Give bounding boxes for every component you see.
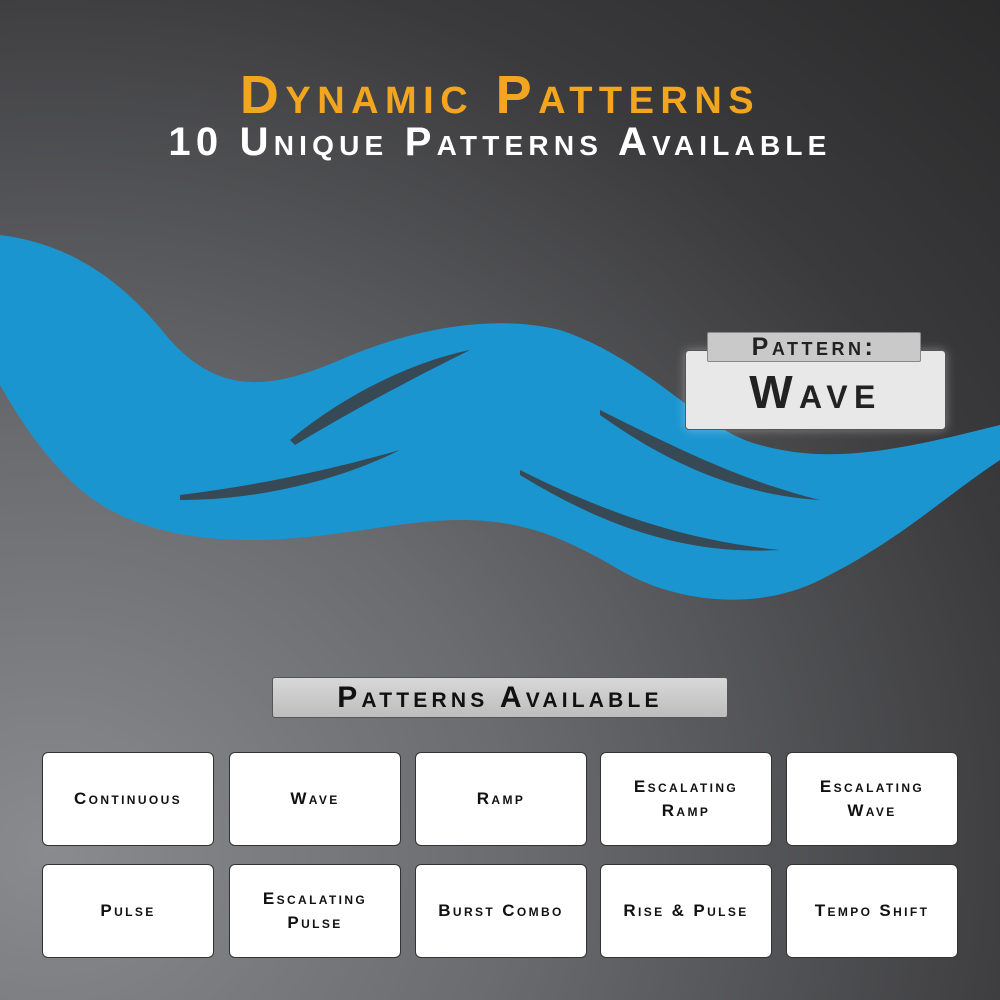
wave-graphic [0,235,1000,600]
pattern-tile: Escalating Wave [786,752,958,846]
patterns-available-header: Patterns Available [272,677,728,718]
pattern-tile: Escalating Ramp [600,752,772,846]
pattern-tile: Continuous [42,752,214,846]
current-pattern-label: Pattern: [707,332,921,362]
pattern-tile: Burst Combo [415,864,587,958]
page-title: Dynamic Patterns [239,65,761,125]
page-subtitle: 10 Unique Patterns Available [168,120,832,164]
pattern-tile: Pulse [42,864,214,958]
current-pattern-value: Wave [685,350,946,430]
pattern-tile: Ramp [415,752,587,846]
pattern-tile: Tempo Shift [786,864,958,958]
pattern-tile: Escalating Pulse [229,864,401,958]
pattern-tile: Rise & Pulse [600,864,772,958]
pattern-tile: Wave [229,752,401,846]
